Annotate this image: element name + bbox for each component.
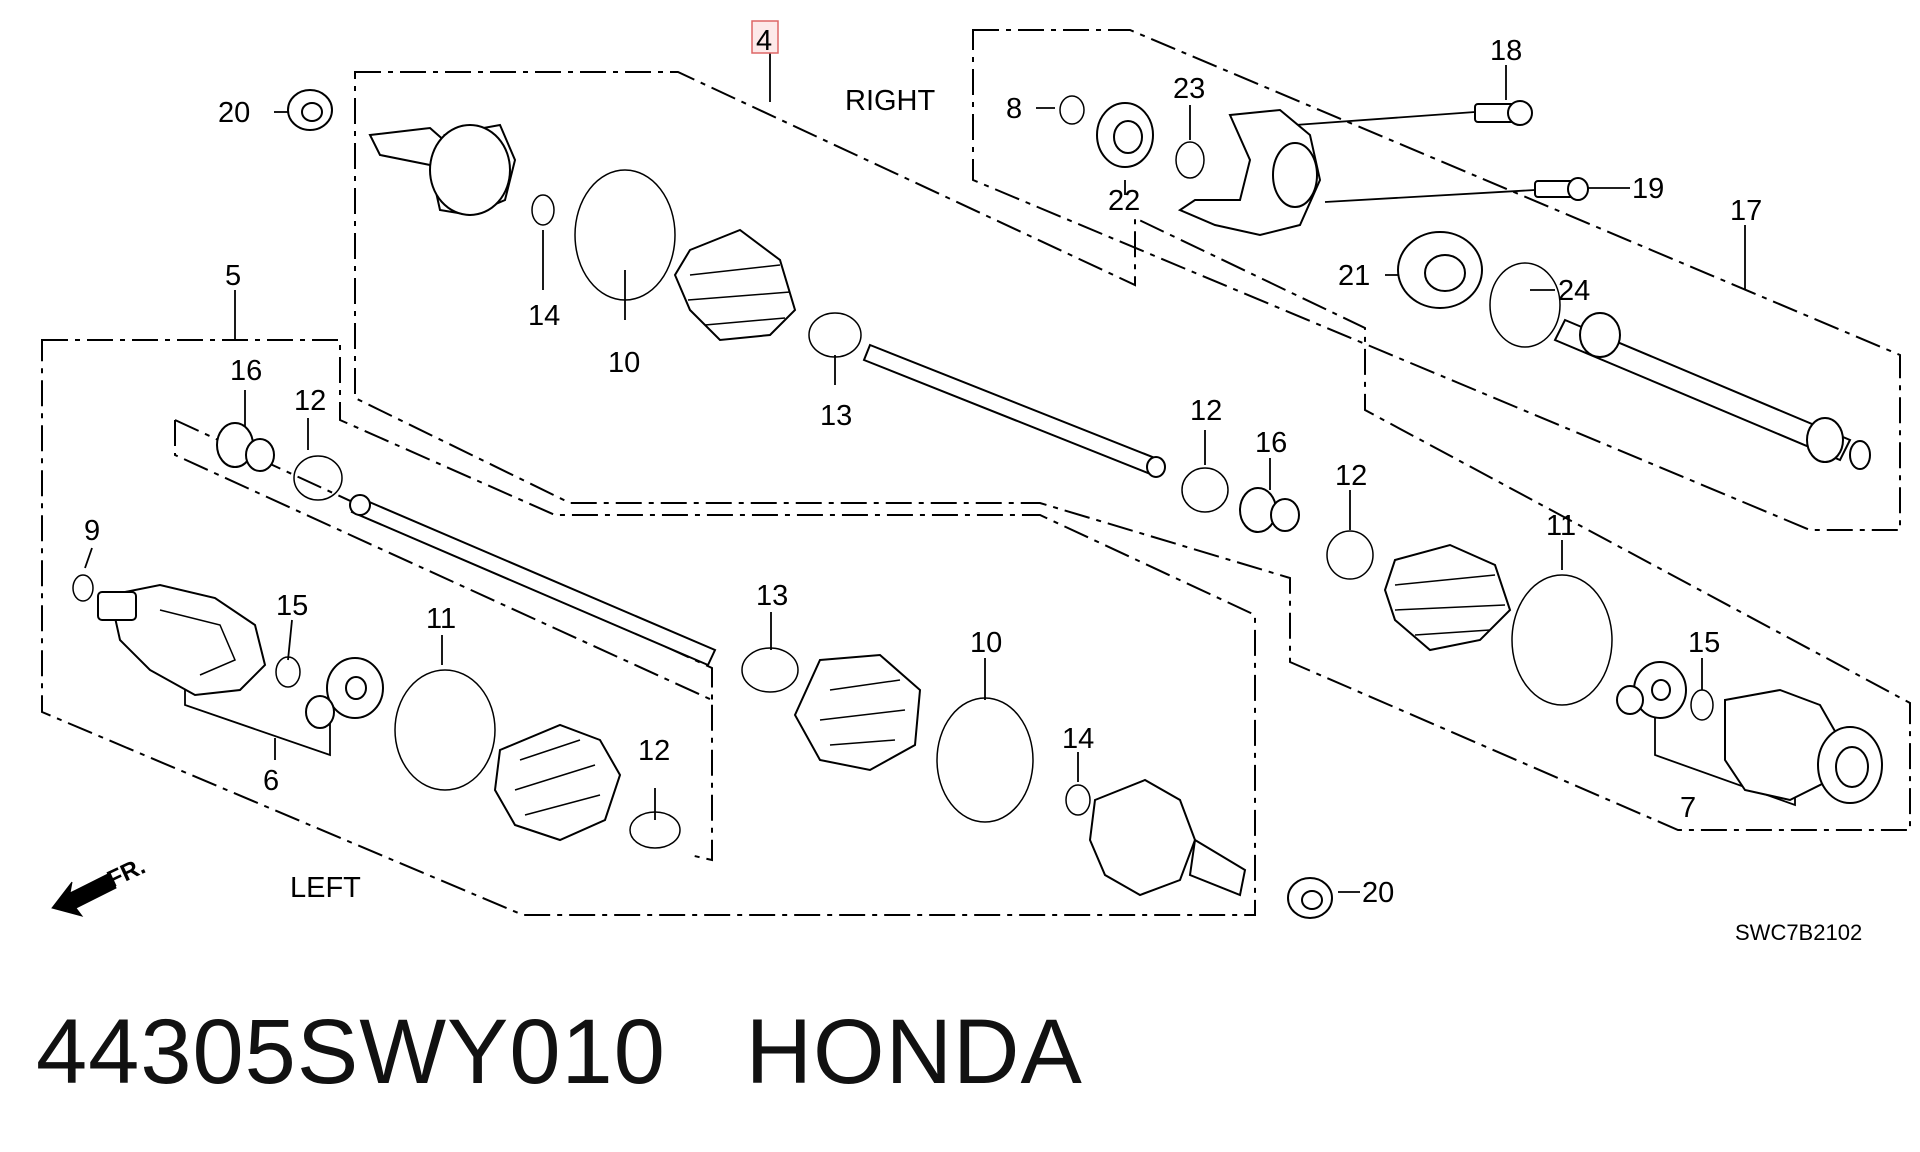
right-inner-boot (1383, 543, 1512, 652)
right-circlip-14 (531, 194, 555, 226)
callout-15-right: 15 (1688, 627, 1720, 659)
callout-24: 24 (1558, 275, 1590, 307)
left-shaft-group-outline (41, 339, 1256, 916)
left-clamp-12-upper (293, 455, 343, 501)
left-outer-joint (1088, 778, 1247, 897)
bolt-18 (1474, 100, 1533, 126)
right-inner-joint-housing (1724, 688, 1883, 804)
callout-9: 9 (84, 515, 100, 547)
callout-18: 18 (1490, 35, 1522, 67)
left-inner-joint-housing (97, 583, 267, 697)
right-bearing-group-outline (972, 29, 1901, 531)
left-nut-20 (1287, 877, 1333, 919)
callout-14-right: 14 (528, 300, 560, 332)
circlip-24 (1489, 262, 1561, 348)
part-number-footer: 44305SWY010 HONDA (36, 1000, 1083, 1105)
right-shaft (862, 343, 1166, 478)
left-shaft (349, 494, 717, 667)
callout-14-left: 14 (1062, 723, 1094, 755)
right-nut-20 (287, 89, 333, 131)
callout-numbers: 4 5 16 12 9 15 6 11 12 13 10 14 20 20 14… (84, 25, 1762, 909)
right-clamp-13 (808, 312, 862, 358)
right-clamp-12-b (1326, 530, 1374, 580)
left-seal-16 (216, 422, 275, 472)
callout-22: 22 (1108, 185, 1140, 217)
bolt-19 (1534, 177, 1589, 201)
callout-19: 19 (1632, 173, 1664, 205)
callout-21: 21 (1338, 260, 1370, 292)
diagram-code: SWC7B2102 (1735, 920, 1862, 945)
left-outer-boot (793, 653, 922, 772)
callout-23: 23 (1173, 73, 1205, 105)
right-ring-15 (1690, 689, 1714, 721)
callout-16-right: 16 (1255, 427, 1287, 459)
left-boot-band-11 (394, 669, 496, 791)
left-spider-joint (305, 657, 384, 729)
circlip-8 (1059, 95, 1085, 125)
right-boot-band-10 (574, 169, 676, 301)
leader-lines (84, 52, 1796, 893)
left-boot-band-10 (936, 697, 1034, 823)
selected-part-highlight (751, 20, 779, 54)
part-number: 44305SWY010 (36, 1001, 666, 1103)
left-ring-15 (275, 656, 301, 688)
callout-12-left-bottom: 12 (638, 735, 670, 767)
callout-12-right-a: 12 (1190, 395, 1222, 427)
right-outer-joint (368, 123, 517, 217)
callout-7: 7 (1680, 792, 1696, 824)
front-arrow-icon: FR. (51, 853, 150, 917)
inner-shaft-outline (174, 420, 713, 862)
callout-15-left: 15 (276, 590, 308, 622)
left-inner-boot (493, 723, 622, 842)
callout-4: 4 (756, 25, 772, 57)
right-seal-16 (1239, 487, 1300, 533)
callout-16-left: 16 (230, 355, 262, 387)
circlip-23 (1175, 141, 1205, 179)
callout-10-right: 10 (608, 347, 640, 379)
left-clamp-12 (629, 811, 681, 849)
callout-17: 17 (1730, 195, 1762, 227)
bearing-21 (1397, 231, 1483, 309)
right-boot-band-11 (1511, 574, 1613, 706)
right-clamp-12 (1181, 467, 1229, 513)
driveshaft-diagram: 4 5 16 12 9 15 6 11 12 13 10 14 20 20 14… (41, 20, 1911, 945)
callout-11-right: 11 (1546, 510, 1576, 542)
callout-10-left: 10 (970, 627, 1002, 659)
callout-13-right: 13 (820, 400, 852, 432)
callout-12-right-b: 12 (1335, 460, 1367, 492)
intermediate-shaft-17 (1553, 312, 1871, 470)
left-circlip-9 (72, 574, 94, 602)
callout-5: 5 (225, 260, 241, 292)
left-side-label: LEFT (290, 872, 361, 904)
callout-20-left: 20 (1362, 877, 1394, 909)
callout-20-right: 20 (218, 97, 250, 129)
callout-13-left: 13 (756, 580, 788, 612)
bearing-support (1177, 108, 1322, 237)
callout-8: 8 (1006, 93, 1022, 125)
left-circlip-14 (1065, 784, 1091, 816)
callout-6: 6 (263, 765, 279, 797)
bearing-22 (1096, 102, 1154, 168)
callout-11-left: 11 (426, 603, 456, 635)
left-clamp-13 (741, 647, 799, 693)
callout-12-left-top: 12 (294, 385, 326, 417)
brand-name: HONDA (745, 1001, 1083, 1103)
right-outer-boot (673, 228, 797, 342)
right-spider-joint (1616, 661, 1687, 719)
right-shaft-group-outline (354, 71, 1911, 831)
right-side-label: RIGHT (845, 85, 936, 117)
